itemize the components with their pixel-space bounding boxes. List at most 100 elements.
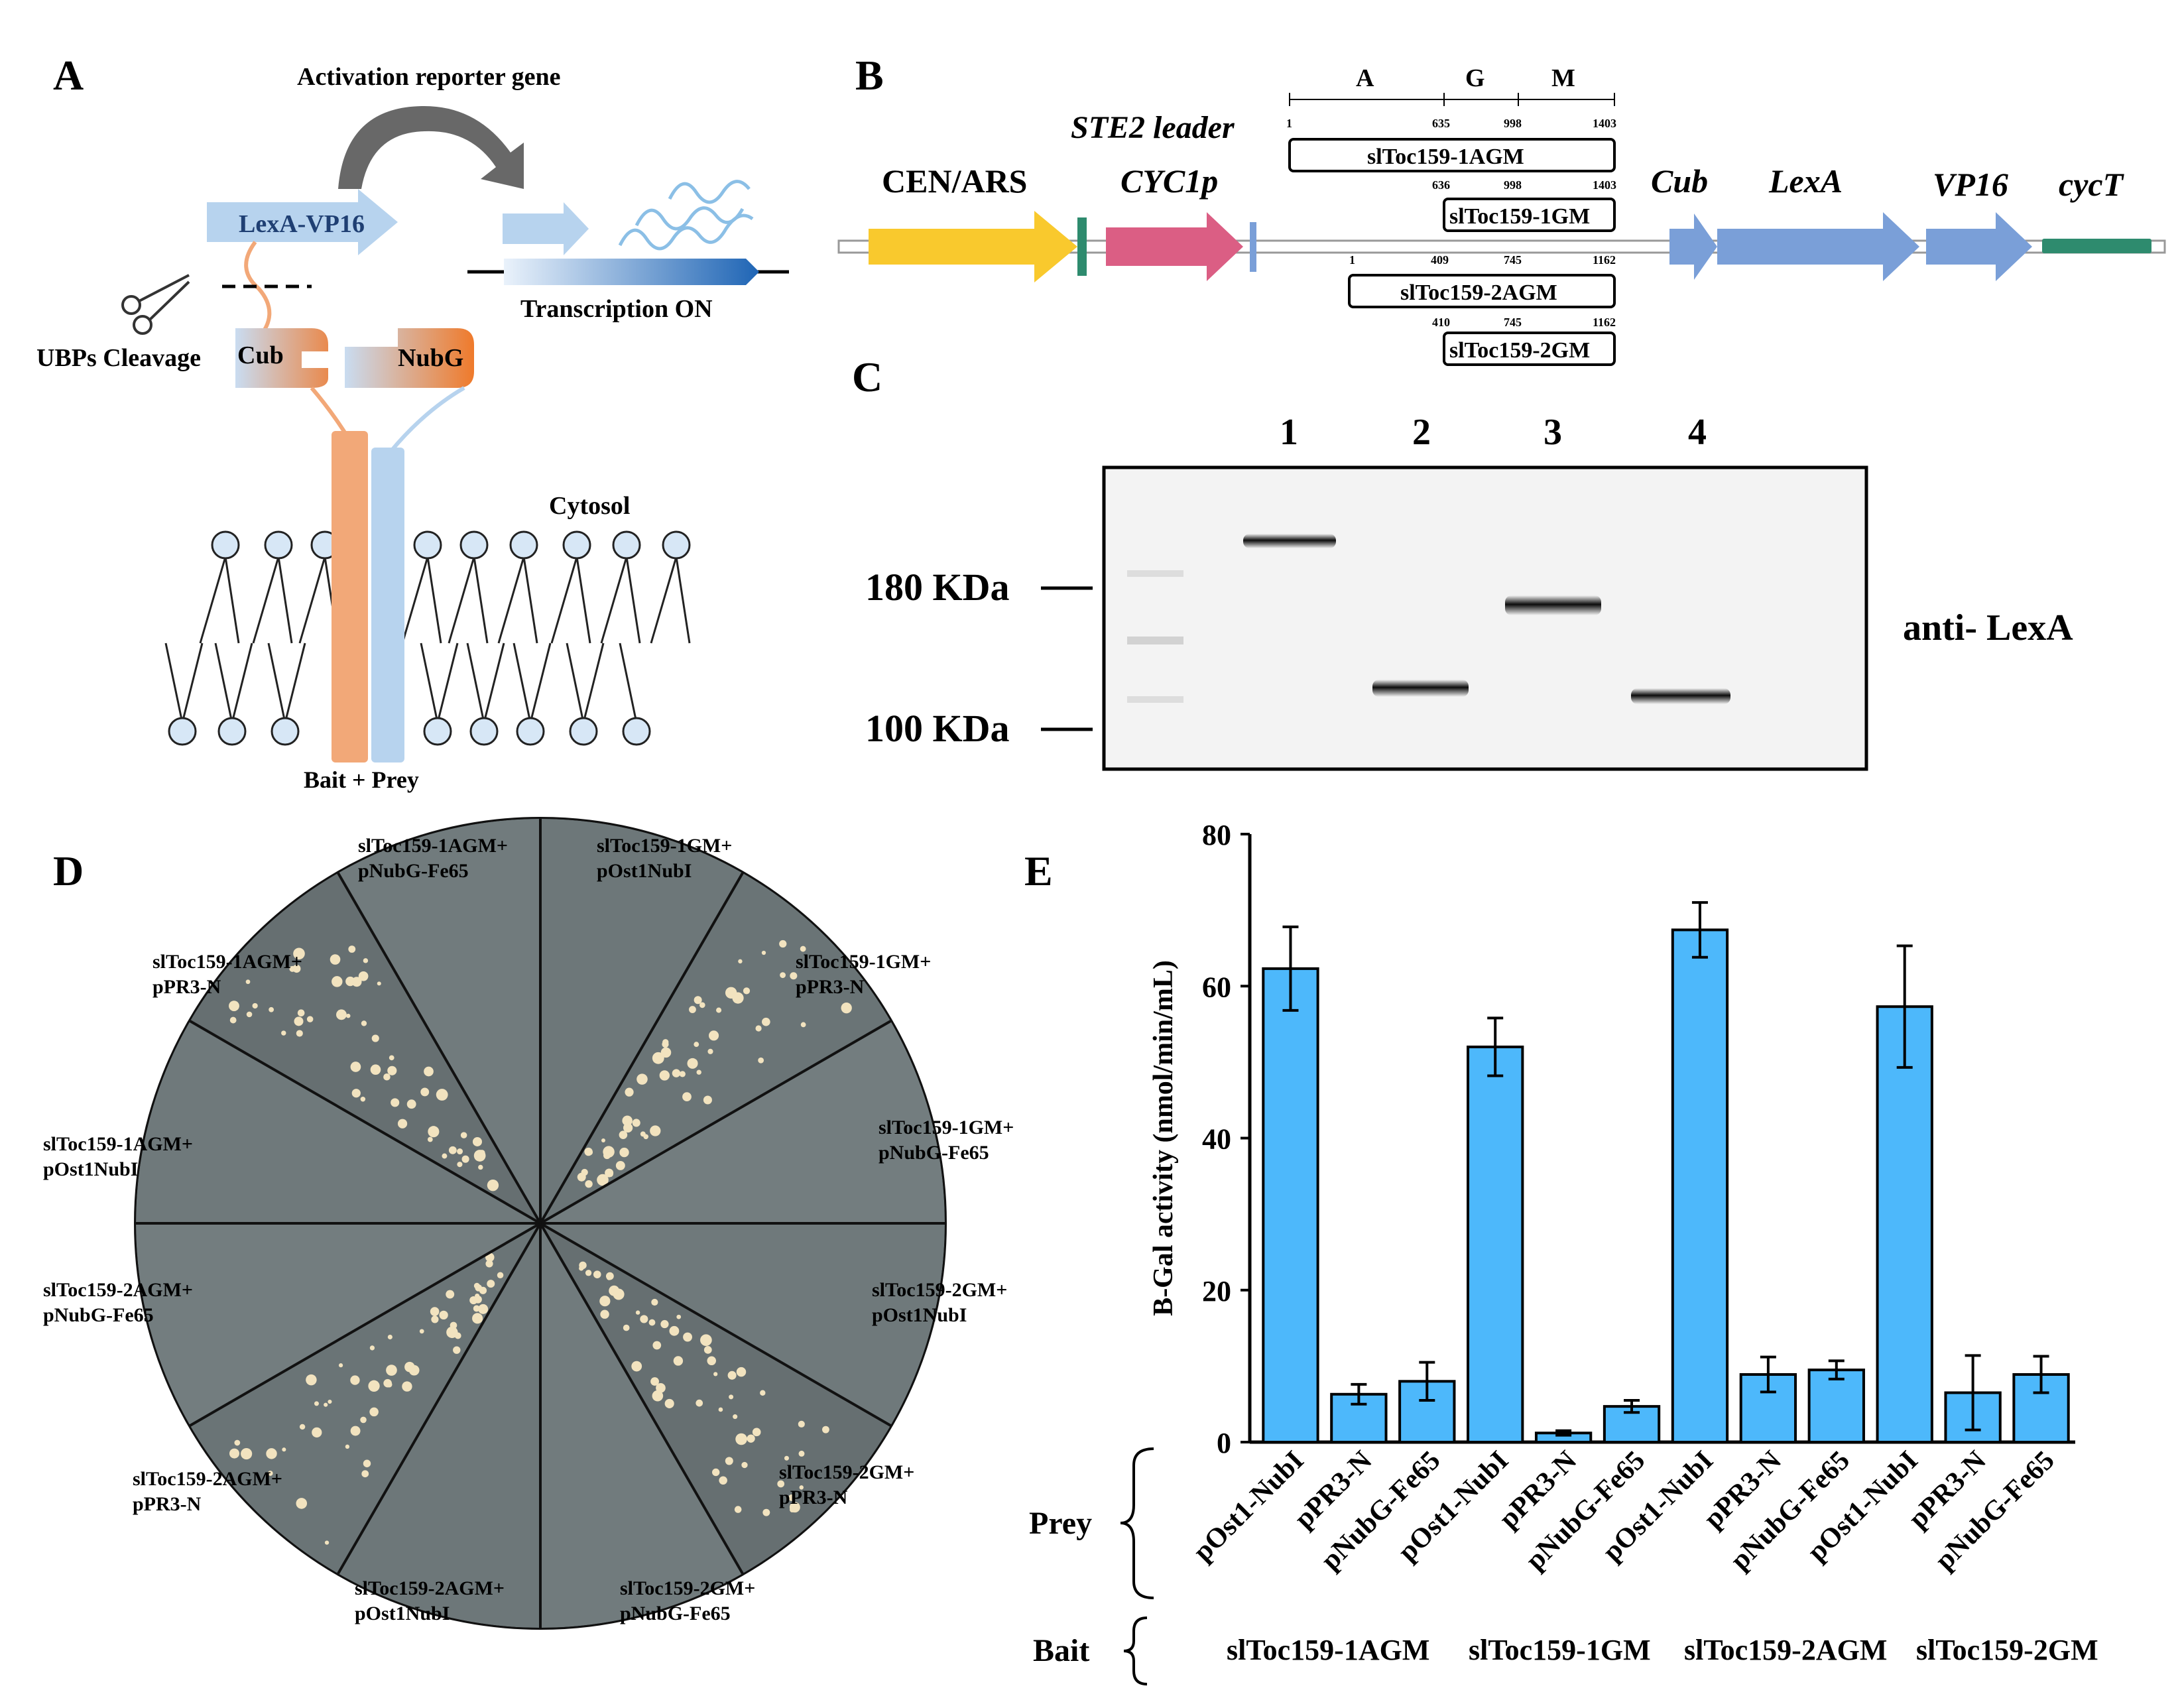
cub-domain — [235, 328, 328, 388]
yeast-colony — [369, 1345, 375, 1351]
lipid-tail — [550, 556, 578, 644]
yeast-colony — [798, 1450, 805, 1457]
yeast-colony — [487, 1280, 495, 1288]
sector-divider — [189, 1222, 542, 1427]
y-tick-label: 20 — [1202, 1275, 1231, 1308]
bait-prey-label: Bait + Prey — [304, 766, 419, 793]
tick-2agm-2: 745 — [1504, 253, 1522, 267]
bait-linker — [310, 387, 350, 439]
cub-arrow — [1669, 213, 1717, 280]
tick-1gm-0: 636 — [1432, 178, 1450, 192]
yeast-colony — [453, 1346, 461, 1354]
lipid-tail — [252, 556, 280, 644]
yeast-colony — [703, 1345, 712, 1354]
lipid-head — [211, 530, 240, 560]
yeast-colony — [597, 1174, 609, 1186]
marker-100: 100 KDa — [865, 707, 1010, 750]
yeast-colony — [360, 1416, 367, 1424]
yeast-colony — [799, 1485, 804, 1490]
tick-1agm-0: 1 — [1286, 117, 1292, 130]
bait-brace — [1123, 1616, 1148, 1685]
marker-block-2 — [1250, 222, 1256, 272]
yeast-colony — [735, 1433, 747, 1445]
lipid-head — [612, 530, 641, 560]
plate-sector — [190, 873, 541, 1223]
ladder-band — [1127, 637, 1183, 644]
yeast-colony — [761, 950, 766, 955]
yeast-colony — [296, 1498, 308, 1509]
lexa-vp16-label: LexA-VP16 — [239, 210, 365, 238]
yeast-colony — [788, 1494, 795, 1501]
yeast-colony — [821, 1426, 829, 1433]
yeast-colony — [777, 1480, 785, 1488]
yeast-colony — [711, 1468, 720, 1477]
lipid-tail — [199, 556, 227, 644]
yeast-colony — [266, 1448, 277, 1459]
lipid-tail — [600, 556, 628, 644]
sector-labels: slToc159-1AGM+pNubG-Fe65slToc159-1GM+pOs… — [43, 835, 1014, 1624]
band-lane-4 — [1631, 688, 1730, 704]
lipid-head — [516, 717, 545, 746]
yeast-colony — [472, 1313, 483, 1324]
construct-1gm: slToc159-1GM — [1449, 204, 1590, 229]
sector-bait-label: slToc159-1GM+ — [796, 951, 931, 973]
yeast-colony — [650, 1125, 661, 1136]
yeast-colony — [651, 1298, 658, 1306]
yeast-colony — [420, 1087, 430, 1097]
yeast-colony — [383, 1073, 391, 1081]
lipid-tail — [277, 556, 293, 644]
yeast-colony — [615, 1160, 625, 1170]
yeast-colony — [292, 964, 301, 973]
yeast-colony — [652, 1390, 664, 1402]
panel-c-letter: C — [852, 353, 882, 400]
lipid-tail — [582, 642, 605, 723]
yeast-colony — [636, 1073, 648, 1085]
sector-divider — [540, 1222, 892, 1427]
vp16-b-label: VP16 — [1933, 166, 2008, 203]
sector-prey-label: pPR3-N — [152, 976, 221, 998]
yeast-colony — [363, 958, 369, 963]
yeast-colony — [473, 1305, 480, 1312]
yeast-colony — [779, 940, 787, 948]
yeast-colony — [800, 945, 806, 952]
yeast-colony — [727, 1371, 737, 1380]
sector-divider — [539, 872, 744, 1224]
yeast-colony — [619, 1147, 629, 1158]
yeast-colony — [406, 1099, 416, 1109]
panel-a-letter: A — [53, 52, 84, 99]
lipid-tail — [426, 556, 442, 644]
lipid-head — [271, 717, 300, 746]
yeast-colony — [460, 1132, 467, 1138]
yeast-colony — [324, 1402, 328, 1407]
yeast-colony — [659, 1070, 670, 1081]
yeast-colony — [350, 1426, 361, 1436]
prey-linker — [389, 386, 465, 452]
bar — [1807, 1369, 1865, 1443]
ste2-leader-label: STE2 leader — [1071, 110, 1235, 145]
yeast-colony — [312, 1427, 322, 1438]
lipid-head — [423, 717, 452, 746]
yeast-colony — [696, 1069, 701, 1075]
yeast-colony — [485, 1260, 493, 1268]
yeast-colony — [297, 1009, 305, 1016]
yeast-colony — [664, 1398, 674, 1408]
yeast-colony — [457, 1162, 463, 1168]
prey-label: Prey — [1029, 1506, 1092, 1541]
yeast-colony — [585, 1180, 593, 1188]
yeast-colony — [293, 947, 305, 960]
yeast-colony — [593, 1270, 601, 1278]
prey-brace — [1120, 1447, 1154, 1599]
curved-arrow-icon — [338, 106, 524, 189]
lipid-tail — [483, 642, 505, 723]
lipid-tail — [436, 642, 459, 723]
ladder-band — [1127, 570, 1183, 577]
construct-1agm: slToc159-1AGM — [1367, 145, 1524, 169]
scissors-icon — [121, 274, 190, 335]
yeast-colony — [741, 1461, 748, 1469]
lipid-tail — [522, 556, 538, 644]
yeast-colony — [760, 1390, 766, 1396]
yeast-colony — [613, 1288, 625, 1300]
antibody-label: anti- LexA — [1903, 607, 2073, 648]
vp16-arrow — [1926, 212, 2032, 281]
